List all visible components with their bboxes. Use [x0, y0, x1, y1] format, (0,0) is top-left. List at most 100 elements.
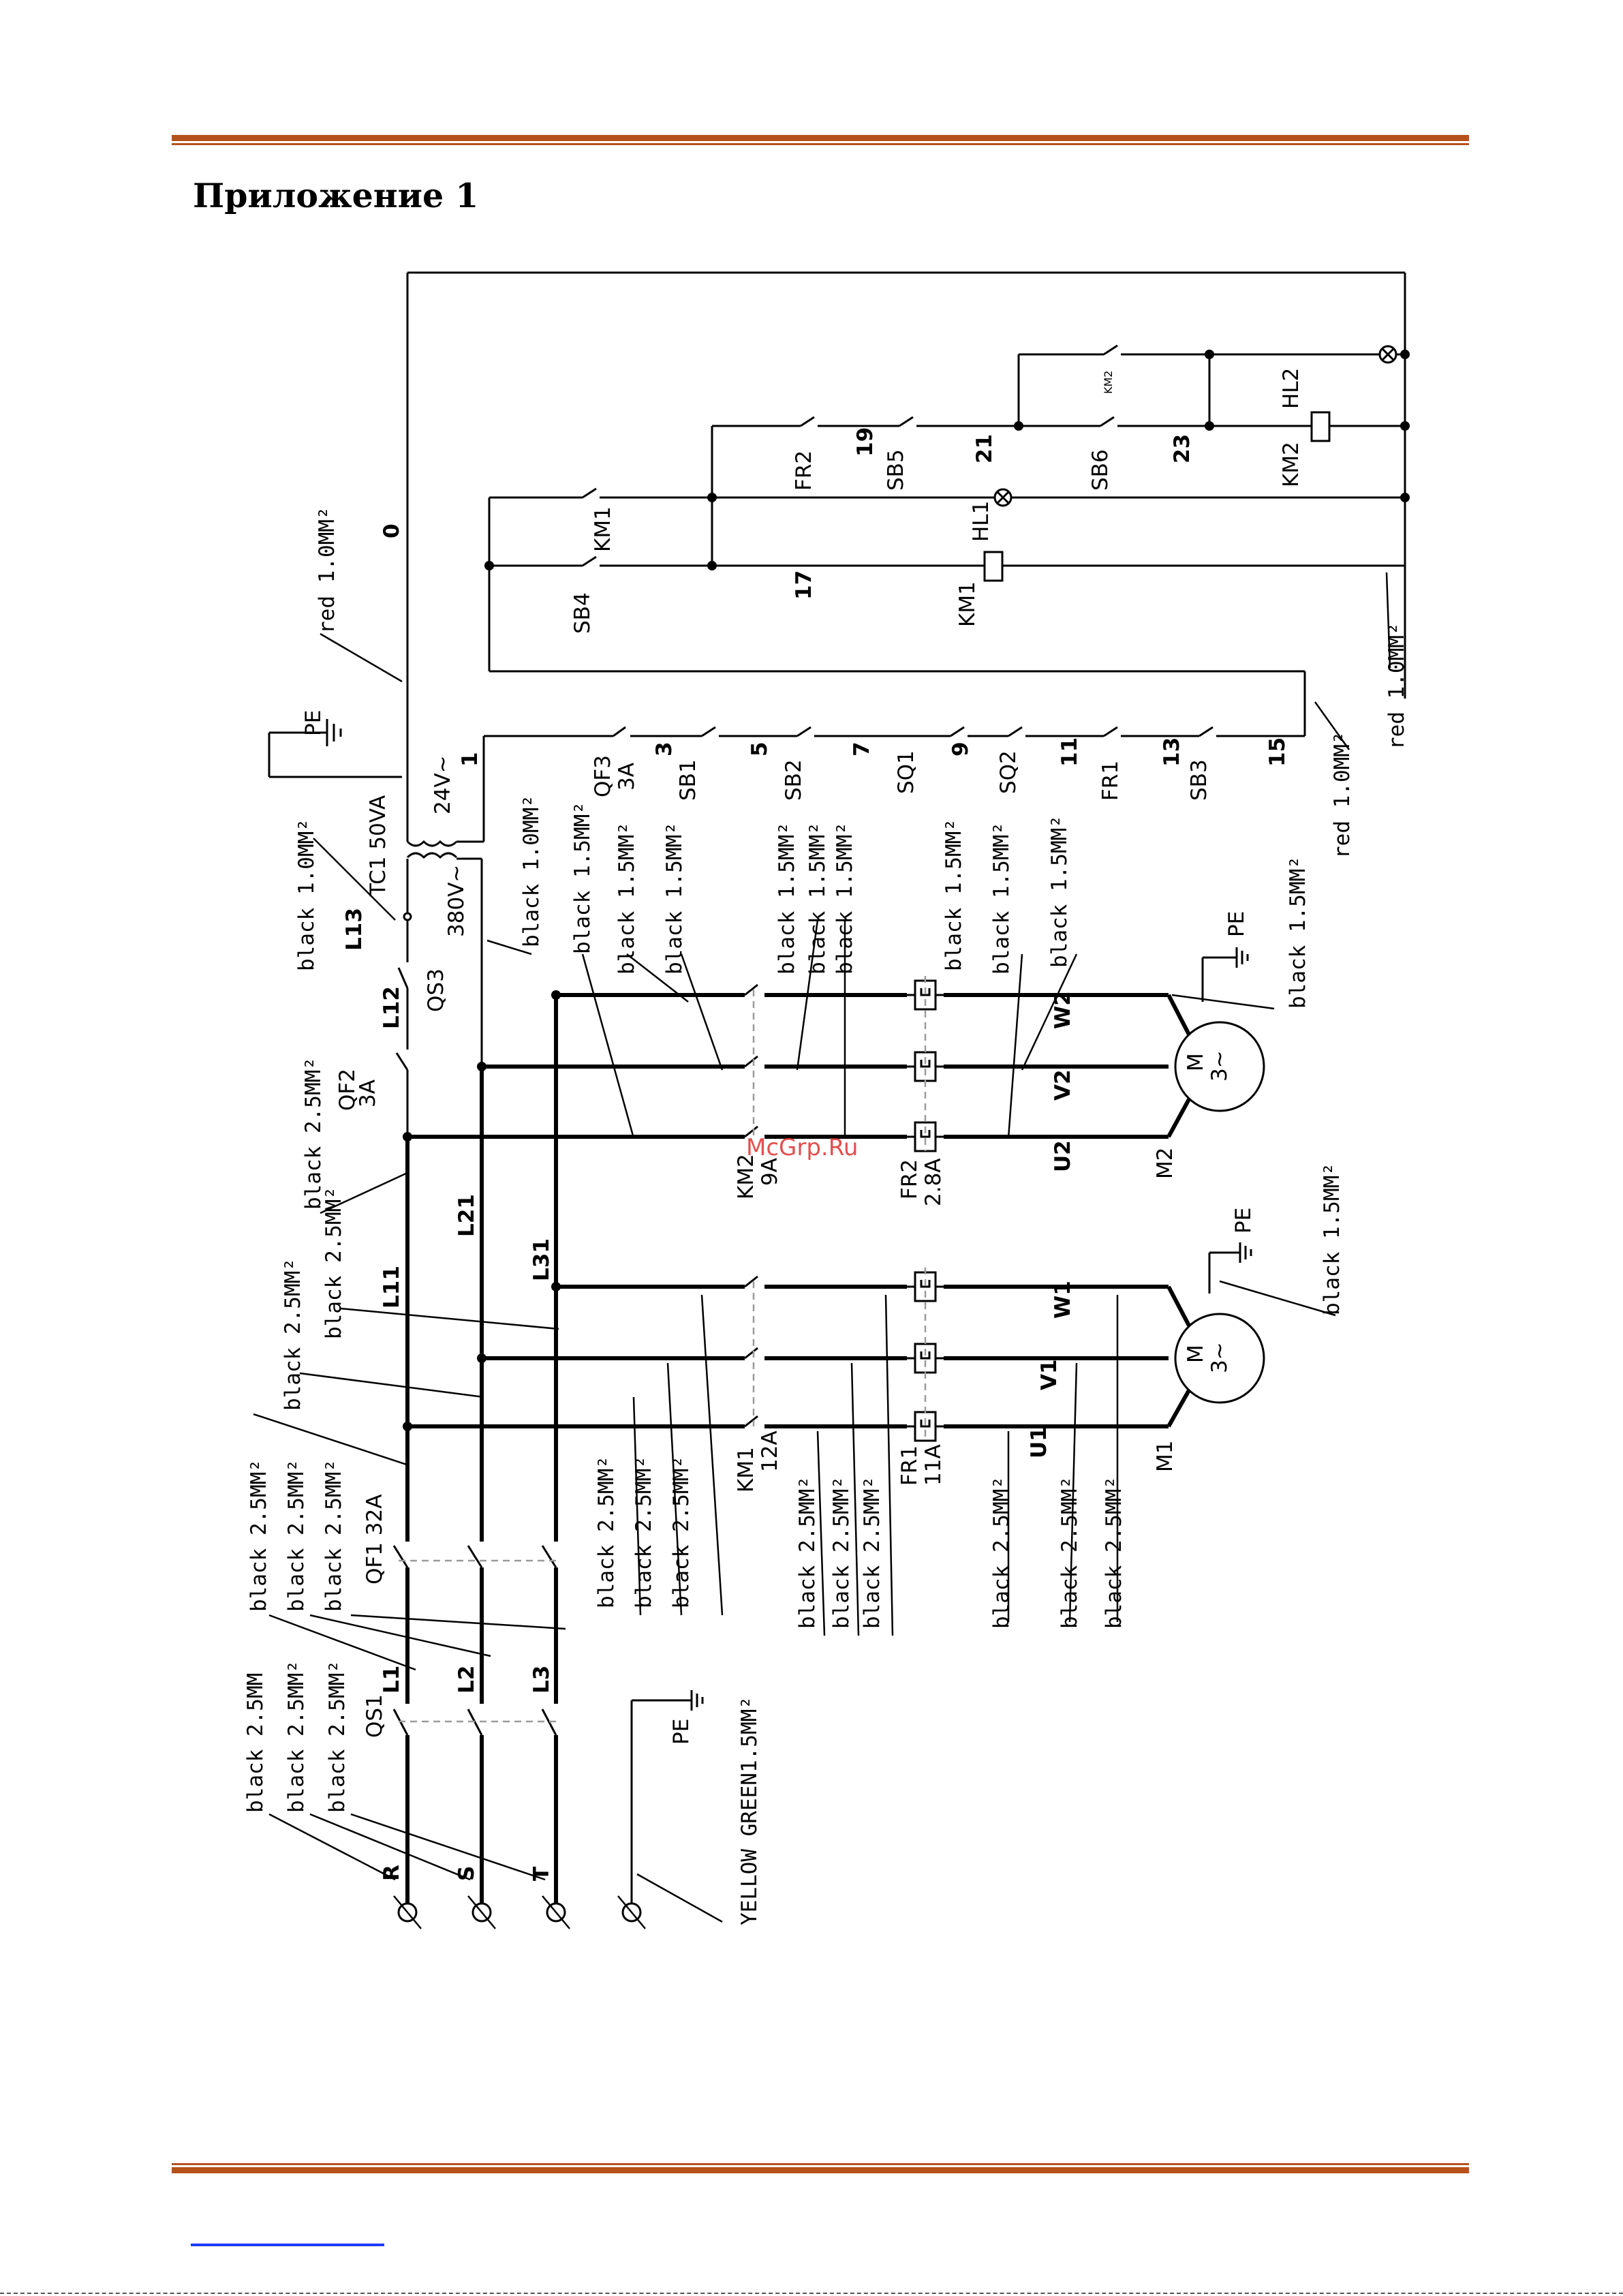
supply-terminals — [393, 1895, 646, 1929]
footer-rule-thick — [172, 2167, 1469, 2173]
sq1-label: SQ1 — [894, 750, 918, 794]
labels: black 2.5MM black 2.5MM² black 2.5MM² bl… — [243, 368, 1409, 1925]
wire-label: black 1.5MM² — [662, 822, 687, 975]
km2-rating: 9A — [758, 1158, 782, 1186]
header-rule-thick — [172, 135, 1469, 141]
node-9: 9 — [948, 741, 973, 756]
wire-label: black 1.5MM² — [942, 818, 966, 971]
node-23: 23 — [1170, 434, 1194, 463]
qf2-rating: 3A — [356, 1080, 380, 1107]
w2-label: W2 — [1051, 991, 1075, 1029]
hl2-lamp — [1378, 345, 1397, 364]
power-circuit — [392, 840, 1265, 1929]
qf2-label: QF2 — [335, 1069, 360, 1111]
terminal-t-label: T — [529, 1867, 554, 1881]
pe-label-top: PE — [301, 710, 326, 736]
motor-m2 — [1174, 1021, 1265, 1112]
footer-link[interactable] — [191, 2244, 384, 2246]
wire-label: black 2.5MM² — [1102, 1476, 1126, 1629]
km1-label: KM1 — [734, 1447, 758, 1493]
page-title: Приложение 1 — [193, 176, 479, 215]
m1-pe-label: PE — [1231, 1208, 1256, 1234]
fr1-rating: 11A — [921, 1444, 946, 1486]
sb5-label: SB5 — [884, 449, 908, 491]
wire-label: red 1.0MM² — [1330, 731, 1355, 859]
line-l12: L12 — [380, 986, 404, 1029]
qs3-label: QS3 — [424, 968, 448, 1012]
wire-label: black 1.5MM² — [1286, 856, 1310, 1009]
wire-label: black 2.5MM² — [301, 1057, 326, 1210]
footer-rule-thin — [172, 2163, 1469, 2165]
wire-label: black 2.5MM² — [281, 1258, 305, 1411]
fr1-control-label: FR1 — [1098, 761, 1123, 801]
km1-aux-label: KM1 — [591, 506, 615, 552]
wire-label: black 2.5MM² — [322, 1187, 346, 1339]
hl2-label: HL2 — [1279, 368, 1303, 409]
wire-label: black 2.5MM² — [795, 1476, 820, 1629]
wire-label: black 1.5MM² — [989, 822, 1014, 975]
wire-label: black 2.5MM² — [860, 1476, 884, 1629]
sq2-label: SQ2 — [996, 750, 1021, 794]
node-13: 13 — [1160, 737, 1184, 767]
node-15: 15 — [1265, 737, 1290, 767]
m2-branch — [403, 956, 1265, 1152]
line-l3: L3 — [529, 1666, 554, 1694]
wire-label: black 2.5MM² — [1057, 1476, 1082, 1629]
node-0: 0 — [380, 523, 404, 538]
wire-label: red 1.0MM² — [1385, 622, 1409, 750]
motor-m1 — [1174, 1313, 1265, 1404]
sb1-label: SB1 — [676, 759, 700, 801]
node-3: 3 — [652, 741, 677, 756]
wire-label: black 1.5MM² — [1047, 815, 1072, 968]
motor-m2-phase: 3~ — [1207, 1050, 1232, 1082]
footer-rule — [172, 2163, 1469, 2173]
qf3-label: QF3 — [591, 755, 615, 797]
transformer-feed — [395, 840, 483, 1137]
node-5: 5 — [747, 741, 772, 756]
v2-label: V2 — [1051, 1069, 1075, 1101]
km1-coil-label: KM1 — [955, 581, 980, 627]
tc1-label: TC1 50VA — [366, 795, 390, 897]
wire-label: black 2.5MM² — [669, 1456, 694, 1608]
hl1-lamp — [993, 488, 1013, 507]
m1-label: M1 — [1153, 1441, 1177, 1472]
wire-label: black 2.5MM² — [322, 1459, 346, 1612]
fr2-rating: 2.8A — [921, 1158, 946, 1206]
wire-label: black 1.5MM² — [1320, 1163, 1344, 1315]
hl1-label: HL1 — [969, 501, 993, 542]
qf3-rating: 3A — [615, 763, 639, 791]
tc1-primary: 380V~ — [444, 865, 469, 937]
wire-label: black 2.5MM² — [284, 1459, 309, 1612]
line-l1: L1 — [380, 1666, 404, 1694]
motor-m1-m: M — [1184, 1345, 1208, 1363]
node-11: 11 — [1057, 737, 1082, 767]
wire-label: black 1.5MM² — [833, 822, 857, 975]
watermark: McGrp.Ru — [746, 1134, 858, 1161]
motor-m2-m: M — [1184, 1053, 1208, 1071]
fr2-control-label: FR2 — [792, 450, 816, 491]
wire-label: black 2.5MM² — [829, 1476, 854, 1629]
line-l2: L2 — [454, 1666, 479, 1694]
wire-label: black 1.5MM² — [805, 822, 830, 975]
terminal-s-label: S — [454, 1866, 479, 1881]
qf1-label: QF1 32A — [362, 1495, 387, 1585]
control-circuit — [268, 271, 1410, 843]
m2-pe-label: PE — [1224, 911, 1249, 937]
sb4-label: SB4 — [570, 592, 595, 634]
wire-label: YELLOW GREEN1.5MM² — [737, 1696, 762, 1925]
terminal-pe-label: PE — [669, 1719, 694, 1745]
line-l11: L11 — [380, 1266, 404, 1308]
wire-label: black 1.5MM² — [615, 822, 639, 975]
qf1-breaker — [392, 1545, 557, 1568]
u1-label: U1 — [1027, 1426, 1051, 1458]
qs1-label: QS1 — [362, 1694, 387, 1738]
km1-rating: 12A — [758, 1430, 782, 1472]
km2-coil-label: KM2 — [1279, 442, 1303, 487]
wire-label: black 2.5MM² — [284, 1660, 309, 1813]
node-1: 1 — [458, 752, 482, 767]
km1-coil — [983, 551, 1004, 582]
fr2-label: FR2 — [897, 1159, 922, 1199]
node-17: 17 — [792, 570, 816, 600]
m2-label: M2 — [1153, 1148, 1177, 1179]
